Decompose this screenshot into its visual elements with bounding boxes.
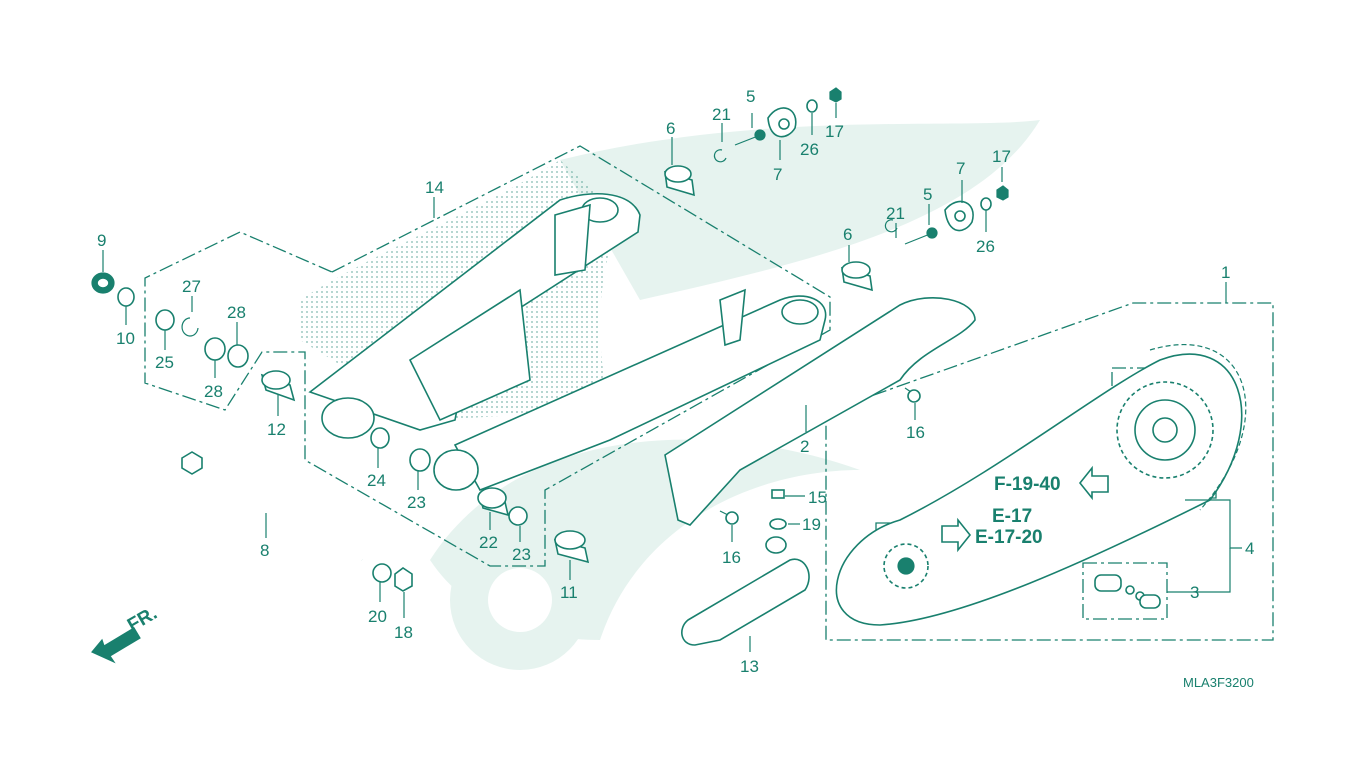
part-label-16-lower: 16 — [722, 548, 741, 567]
part-label-25: 25 — [155, 353, 174, 372]
part-label-21-left: 21 — [712, 105, 731, 124]
part-label-3: 3 — [1190, 583, 1199, 602]
driven-sprocket — [1116, 381, 1214, 479]
part-label-24: 24 — [367, 471, 386, 490]
master-link — [1094, 574, 1161, 609]
part-label-7-right: 7 — [956, 159, 965, 178]
chain-adjusters — [734, 87, 1009, 245]
part-label-8: 8 — [260, 541, 269, 560]
watermark-logo — [430, 120, 1040, 670]
part-label-28-lower: 28 — [204, 382, 223, 401]
part-label-22: 22 — [479, 533, 498, 552]
part-label-15: 15 — [808, 488, 827, 507]
part-label-17-right: 17 — [992, 147, 1011, 166]
part-label-26-right: 26 — [976, 237, 995, 256]
part-label-28-upper: 28 — [227, 303, 246, 322]
part-label-2: 2 — [800, 437, 809, 456]
part-label-6-right: 6 — [843, 225, 852, 244]
reference-f-19-40: F-19-40 — [994, 474, 1061, 495]
hollow-arrow-right-icon — [941, 517, 972, 553]
part-label-21-right: 21 — [886, 204, 905, 223]
part-label-13: 13 — [740, 657, 759, 676]
reference-e-17: E-17 — [992, 506, 1032, 527]
part-label-4: 4 — [1245, 539, 1254, 558]
part-label-16-upper: 16 — [906, 423, 925, 442]
part-label-5-right: 5 — [923, 185, 932, 204]
part-label-18: 18 — [394, 623, 413, 642]
hollow-arrow-left-icon — [1078, 465, 1109, 501]
part-label-6-left: 6 — [666, 119, 675, 138]
part-label-23-left: 23 — [407, 493, 426, 512]
part-label-19: 19 — [802, 515, 821, 534]
part-label-27: 27 — [182, 277, 201, 296]
drive-sprocket — [883, 543, 929, 589]
rings-and-bearings — [91, 149, 898, 526]
part-label-10: 10 — [116, 329, 135, 348]
part-label-20: 20 — [368, 607, 387, 626]
diagram-code: MLA3F3200 — [1183, 675, 1254, 690]
part-label-5-left: 5 — [746, 87, 755, 106]
part-label-7-left: 7 — [773, 165, 782, 184]
part-label-17-left: 17 — [825, 122, 844, 141]
arrow-down-left-icon — [91, 627, 141, 664]
part-number-labels: 9 10 25 27 28 28 12 14 24 23 22 23 8 20 … — [97, 87, 1254, 676]
slider-collar — [765, 536, 787, 554]
pivot-bolt — [181, 451, 413, 592]
part-label-1: 1 — [1221, 263, 1230, 282]
part-label-11: 11 — [560, 583, 578, 602]
chain-slider — [681, 558, 810, 646]
bushings — [260, 165, 873, 564]
small-bolts — [719, 387, 921, 530]
chain-case — [664, 297, 976, 526]
part-label-26-left: 26 — [800, 140, 819, 159]
part-label-9: 9 — [97, 231, 106, 250]
leader-lines — [102, 103, 1242, 652]
reference-e-17-20: E-17-20 — [975, 527, 1043, 548]
part-label-12: 12 — [267, 420, 286, 439]
part-label-23-right: 23 — [512, 545, 531, 564]
swingarm — [308, 192, 827, 491]
part-label-14: 14 — [425, 178, 444, 197]
